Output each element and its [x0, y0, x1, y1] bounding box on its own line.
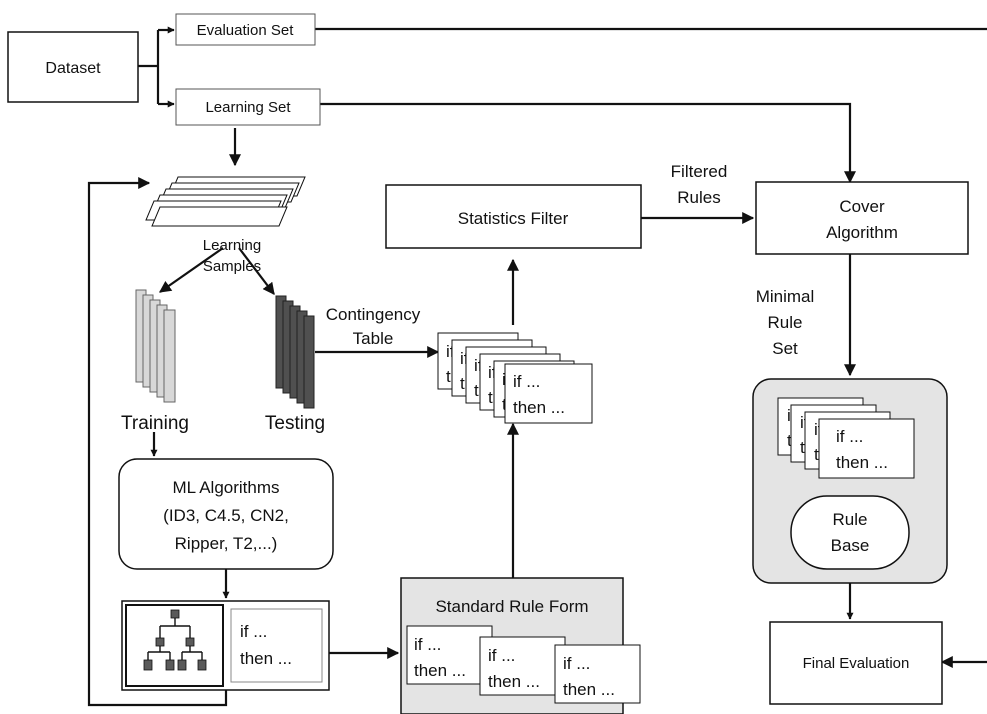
training-stack — [135, 289, 176, 403]
testing-label: Testing — [265, 413, 325, 434]
srf-rule-card-3: if ... then ... — [554, 644, 641, 704]
training-label: Training — [121, 413, 189, 434]
dataset-label: Dataset — [45, 60, 101, 77]
minimal-rule-set-line3: Set — [772, 339, 798, 358]
learning-set-to-cover-line — [320, 102, 856, 184]
samples-to-training-arrow — [159, 247, 224, 293]
output-rule-then: then ... — [240, 649, 292, 668]
cover-algorithm-line1: Cover — [839, 197, 885, 216]
connectors — [87, 26, 987, 707]
contingency-table-label-line2: Table — [353, 329, 394, 348]
sample-sheets — [145, 176, 306, 227]
svg-text:then ...: then ... — [488, 672, 540, 691]
svg-text:then ...: then ... — [563, 680, 615, 699]
learning-set-label: Learning Set — [205, 99, 291, 116]
minimal-rule-set-line1: Minimal — [756, 287, 815, 306]
contingency-table-label-line1: Contingency — [326, 305, 421, 324]
testing-stack — [275, 295, 315, 409]
svg-text:then ...: then ... — [513, 398, 565, 417]
decision-tree-icon — [143, 609, 207, 671]
learning-samples-stack: Learning Samples — [145, 176, 306, 275]
srf-rule-card-2: if ... then ... — [479, 636, 566, 696]
srf-rule-card-1: if ... then ... — [406, 625, 493, 685]
filtered-rules-label-line2: Rules — [677, 188, 720, 207]
cover-algorithm-box: Cover Algorithm — [755, 181, 969, 255]
ml-algorithms-box: ML Algorithms (ID3, C4.5, CN2, Ripper, T… — [118, 458, 334, 570]
standard-rule-form-panel: Standard Rule Form if ... then ... if ..… — [400, 577, 641, 714]
filtered-rules-label-line1: Filtered — [671, 162, 728, 181]
learning-set-box: Learning Set — [175, 88, 321, 126]
rule-base-card-front: if ... then ... — [818, 418, 915, 479]
svg-text:then ...: then ... — [414, 661, 466, 680]
final-evaluation-box: Final Evaluation — [769, 621, 943, 705]
statistics-filter-label: Statistics Filter — [458, 209, 569, 228]
ml-algorithms-line1: ML Algorithms — [172, 478, 279, 497]
learning-samples-label-line1: Learning — [203, 237, 261, 254]
final-evaluation-label: Final Evaluation — [803, 655, 910, 672]
ml-algorithms-line3: Ripper, T2,...) — [175, 534, 278, 553]
evaluation-set-box: Evaluation Set — [175, 13, 316, 46]
evaluation-set-label: Evaluation Set — [197, 22, 295, 39]
dataset-split-line — [138, 30, 160, 104]
rule-base-panel: if ...then ... if ...then ... if ...then… — [752, 378, 948, 584]
statistics-filter-box: Statistics Filter — [385, 184, 642, 249]
svg-text:if ...: if ... — [488, 646, 515, 665]
feedback-loop-line — [87, 177, 228, 707]
algorithm-output-box: if ... then ... — [121, 600, 330, 691]
svg-text:then ...: then ... — [836, 453, 888, 472]
svg-text:if ...: if ... — [513, 372, 540, 391]
cover-algorithm-line2: Algorithm — [826, 223, 898, 242]
output-rule-if: if ... — [240, 622, 267, 641]
dataset-box: Dataset — [7, 31, 139, 103]
svg-text:if ...: if ... — [563, 654, 590, 673]
contingency-rule-cards: if ...then ... if ...then ... if ...then… — [437, 332, 593, 424]
rule-base-line1: Rule — [833, 510, 868, 529]
contingency-rule-card-front: if ... then ... — [504, 363, 593, 424]
learning-samples-label-line2: Samples — [203, 258, 261, 275]
standard-rule-form-title: Standard Rule Form — [435, 597, 588, 616]
ml-algorithms-line2: (ID3, C4.5, CN2, — [163, 506, 289, 525]
samples-to-testing-arrow — [238, 247, 275, 295]
svg-text:if ...: if ... — [414, 635, 441, 654]
svg-text:if ...: if ... — [836, 427, 863, 446]
minimal-rule-set-line2: Rule — [768, 313, 803, 332]
rule-base-line2: Base — [831, 536, 870, 555]
